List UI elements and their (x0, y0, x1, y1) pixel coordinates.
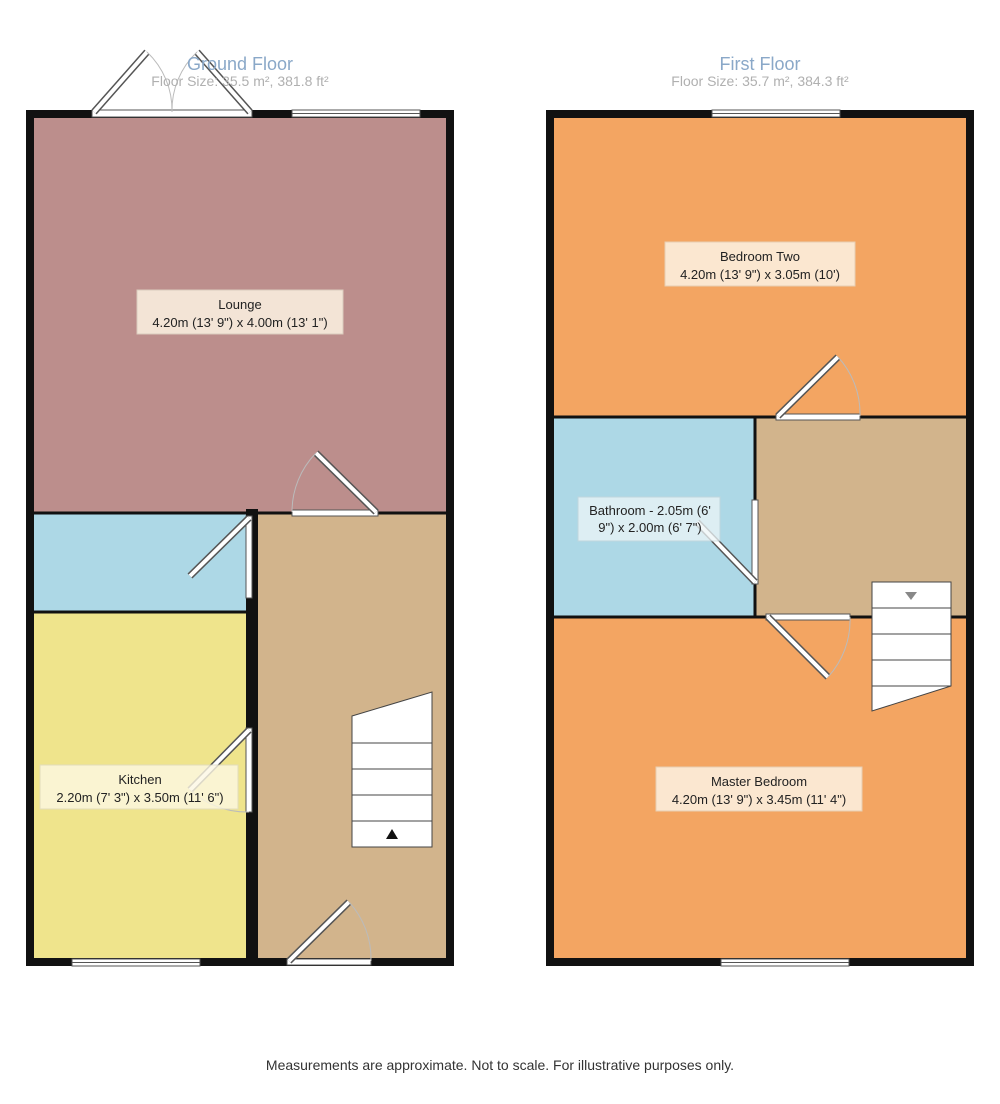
stairs-up-arrow-icon (386, 829, 398, 839)
front-door (286, 899, 372, 966)
kitchen-label: Kitchen 2.20m (7' 3") x 3.50m (11' 6") (39, 764, 239, 810)
stairs-down-arrow-icon (905, 592, 917, 600)
first-floor: First Floor Floor Size: 35.7 m², 384.3 f… (546, 54, 974, 967)
utility-door (187, 515, 253, 599)
first-staircase (871, 581, 952, 712)
lounge-dims: 4.20m (13' 9") x 4.00m (13' 1") (152, 315, 327, 330)
ground-staircase (351, 691, 433, 848)
master-bedroom-name: Master Bedroom (711, 774, 807, 789)
first-floor-title: First Floor (720, 54, 801, 74)
bathroom-name: Bathroom - 2.05m (6' (589, 503, 711, 518)
french-doors (91, 49, 253, 118)
first-floor-size: Floor Size: 35.7 m², 384.3 ft² (671, 73, 849, 89)
bedroom-two-dims: 4.20m (13' 9") x 3.05m (10') (680, 267, 840, 282)
bathroom-dims: 9") x 2.00m (6' 7") (598, 520, 701, 535)
ground-floor: Ground Floor Floor Size: 35.5 m², 381.8 … (26, 49, 454, 967)
ground-floor-size: Floor Size: 35.5 m², 381.8 ft² (151, 73, 329, 89)
bedroom-two-label: Bedroom Two 4.20m (13' 9") x 3.05m (10') (664, 241, 856, 287)
disclaimer-footer: Measurements are approximate. Not to sca… (265, 1057, 735, 1073)
lounge-label: Lounge 4.20m (13' 9") x 4.00m (13' 1") (136, 289, 344, 335)
utility-room (30, 513, 248, 612)
bedroom-two-name: Bedroom Two (720, 249, 800, 264)
bedroom-two-door (775, 354, 861, 421)
kitchen-dims: 2.20m (7' 3") x 3.50m (11' 6") (56, 790, 223, 805)
master-bedroom-label: Master Bedroom 4.20m (13' 9") x 3.45m (1… (655, 766, 863, 812)
lounge-door (291, 450, 379, 517)
master-bedroom-door (765, 613, 851, 680)
master-bedroom-dims: 4.20m (13' 9") x 3.45m (11' 4") (672, 792, 846, 807)
kitchen-name: Kitchen (118, 772, 161, 787)
bathroom-label: Bathroom - 2.05m (6' 9") x 2.00m (6' 7") (577, 496, 721, 542)
ground-floor-title: Ground Floor (187, 54, 293, 74)
lounge-name: Lounge (218, 297, 261, 312)
